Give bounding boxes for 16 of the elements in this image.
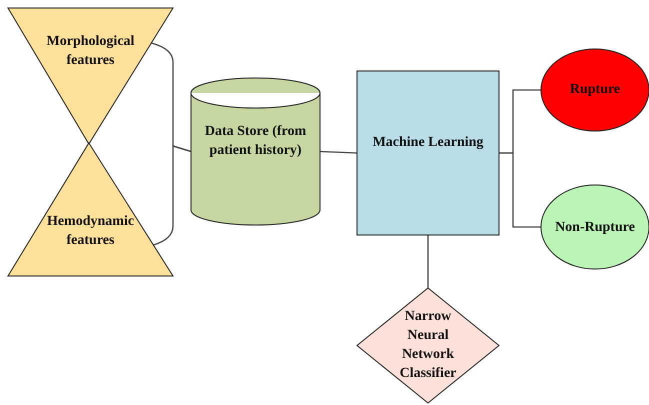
connector-line (499, 152, 541, 228)
connector-line (320, 150, 358, 154)
node-label: Morphological features (46, 33, 136, 70)
cylinder (191, 78, 320, 225)
node-label: Data Store (from patient history) (204, 123, 308, 160)
node-label: Rupture (568, 81, 622, 99)
connector-line (153, 145, 192, 246)
decision-diamond (357, 288, 499, 403)
node-label: Machine Learning (372, 134, 484, 152)
triangle (8, 143, 173, 276)
node-label: Non-Rupture (554, 219, 636, 237)
node-label: Hemodynamic features (46, 213, 136, 250)
connector-line (427, 235, 429, 288)
process-box (357, 71, 499, 235)
node-label: Narrow Neural Network Classifier (398, 308, 458, 383)
inverted-triangle (8, 8, 173, 144)
